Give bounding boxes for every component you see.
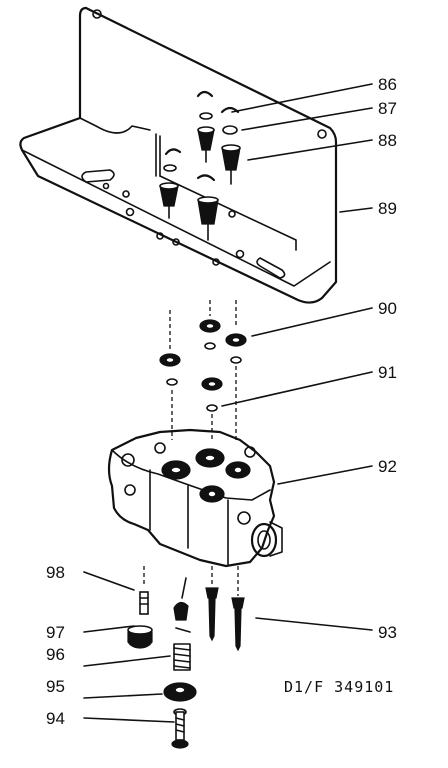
callout-91: 91 (378, 363, 397, 382)
callout-87: 87 (378, 99, 397, 118)
callout-93: 93 (378, 623, 397, 642)
callout-94: 94 (46, 709, 65, 728)
pump-manifold (107, 428, 283, 568)
callout-labels: 86 87 88 89 90 91 92 93 94 95 96 97 98 (46, 75, 397, 728)
leader-lines (83, 83, 373, 723)
callout-89: 89 (378, 199, 397, 218)
lower-hardware (127, 566, 245, 749)
callout-88: 88 (378, 131, 397, 150)
callout-95: 95 (46, 677, 65, 696)
mounting-bracket (19, 6, 338, 304)
reference-code: D1/F 349101 (284, 678, 394, 696)
callout-90: 90 (378, 299, 397, 318)
callout-98: 98 (46, 563, 65, 582)
check-valve-stack (159, 90, 241, 241)
callout-96: 96 (46, 645, 65, 664)
seal-rings (159, 300, 247, 440)
callout-92: 92 (378, 457, 397, 476)
callout-97: 97 (46, 623, 65, 642)
callout-86: 86 (378, 75, 397, 94)
